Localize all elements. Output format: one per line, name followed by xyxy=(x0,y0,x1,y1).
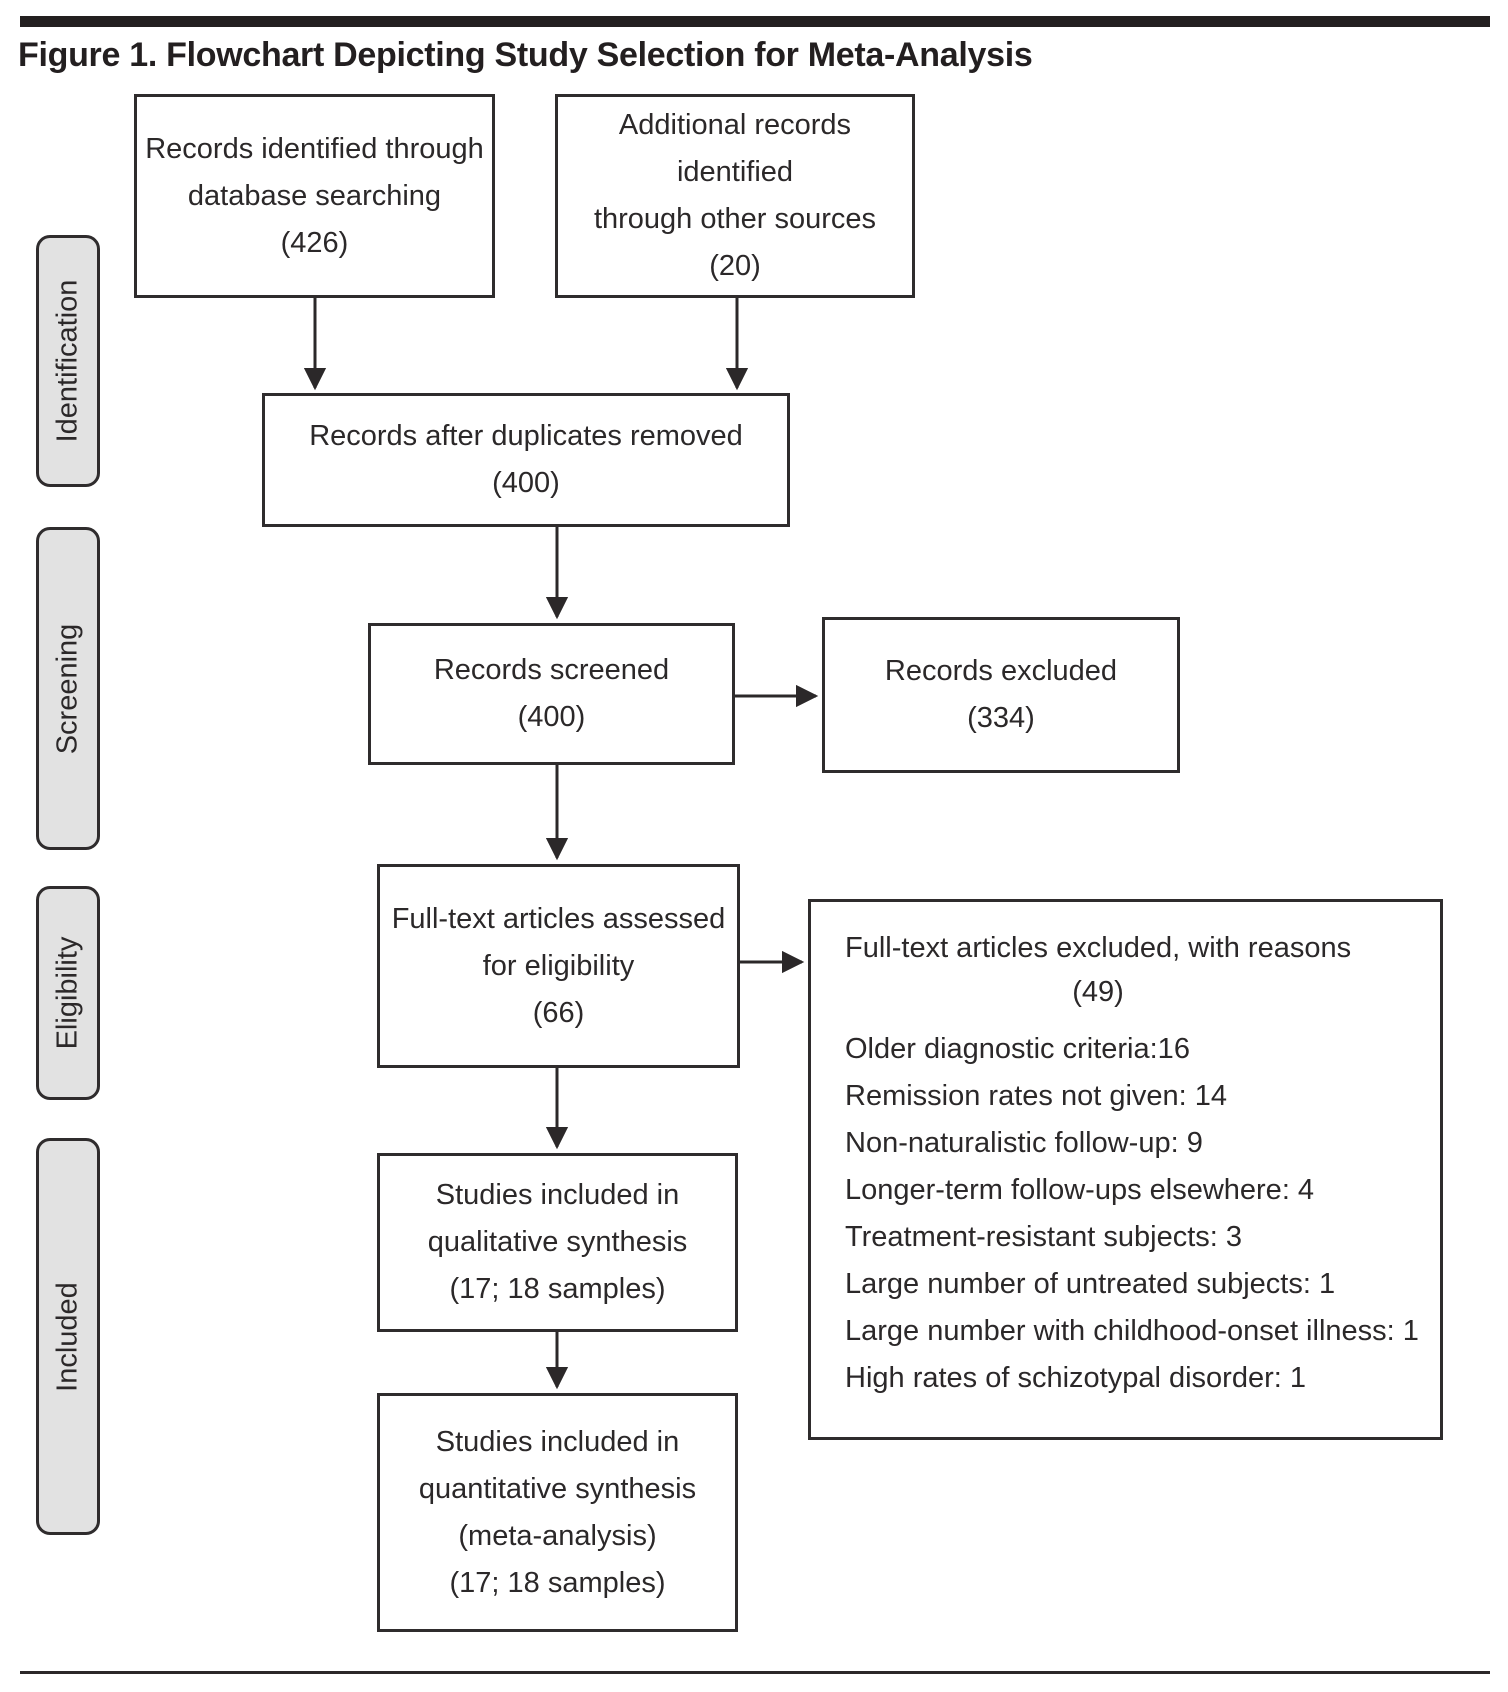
exclusion-reason: Treatment-resistant subjects: 3 xyxy=(845,1221,1243,1253)
box-line: Records after duplicates removed xyxy=(309,420,743,452)
box-count: (17; 18 samples) xyxy=(449,1566,666,1599)
stage-label-identification-text: Identification xyxy=(51,279,84,443)
box-line: quantitative synthesis xyxy=(418,1472,697,1505)
box-fulltext-assessed: Full-text articles assessed for eligibil… xyxy=(377,864,740,1068)
box-fulltext-excluded-reasons: Full-text articles excluded, with reason… xyxy=(808,899,1443,1440)
stage-label-screening-text: Screening xyxy=(51,623,84,754)
box-count: (400) xyxy=(517,701,586,733)
fulltext-excluded-header: Full-text articles excluded, with reason… xyxy=(845,926,1351,1014)
exclusion-reason: Non-naturalistic follow-up: 9 xyxy=(845,1127,1203,1159)
box-line: Studies included in xyxy=(435,1179,680,1211)
box-line: (meta-analysis) xyxy=(458,1519,657,1552)
box-records-identified: Records identified through database sear… xyxy=(134,94,495,298)
box-count: (66) xyxy=(532,996,585,1029)
box-line: database searching xyxy=(187,179,442,212)
stage-label-eligibility: Eligibility xyxy=(36,886,100,1100)
stage-label-eligibility-text: Eligibility xyxy=(51,936,84,1050)
fulltext-excluded-count: (49) xyxy=(1072,976,1124,1008)
stage-label-included: Included xyxy=(36,1138,100,1535)
box-count: (17; 18 samples) xyxy=(449,1273,666,1305)
box-qualitative-synthesis: Studies included in qualitative synthesi… xyxy=(377,1153,738,1332)
box-line: Records identified through xyxy=(145,132,484,165)
box-quantitative-synthesis: Studies included in quantitative synthes… xyxy=(377,1393,738,1632)
box-line: Records screened xyxy=(433,654,670,686)
box-count: (426) xyxy=(280,226,349,259)
box-count: (334) xyxy=(967,702,1035,734)
top-divider-bar xyxy=(20,16,1490,27)
box-line: Records excluded xyxy=(884,655,1118,687)
exclusion-reason: Large number with childhood-onset illnes… xyxy=(845,1315,1419,1347)
box-count: (400) xyxy=(492,467,560,499)
stage-label-screening: Screening xyxy=(36,527,100,850)
exclusion-reason: Large number of untreated subjects: 1 xyxy=(845,1268,1336,1300)
box-line: qualitative synthesis xyxy=(427,1226,688,1258)
box-records-screened: Records screened (400) xyxy=(368,623,735,765)
box-line: Studies included in xyxy=(435,1425,680,1458)
exclusion-reason: High rates of schizotypal disorder: 1 xyxy=(845,1362,1306,1394)
exclusion-reason: Longer-term follow-ups elsewhere: 4 xyxy=(845,1174,1315,1206)
fulltext-excluded-reason-list: Older diagnostic criteria:16 Remission r… xyxy=(845,1026,1420,1402)
box-line: Additional records identified xyxy=(618,109,852,188)
exclusion-reason: Older diagnostic criteria:16 xyxy=(845,1033,1190,1065)
box-records-excluded: Records excluded (334) xyxy=(822,617,1180,773)
fulltext-excluded-header-line: Full-text articles excluded, with reason… xyxy=(845,932,1352,964)
box-additional-records: Additional records identified through ot… xyxy=(555,94,915,298)
stage-label-identification: Identification xyxy=(36,235,100,487)
exclusion-reason: Remission rates not given: 14 xyxy=(845,1080,1228,1112)
figure-title: Figure 1. Flowchart Depicting Study Sele… xyxy=(18,36,1033,74)
box-line: Full-text articles assessed xyxy=(391,902,726,935)
bottom-divider-rule xyxy=(20,1671,1490,1674)
box-count: (20) xyxy=(709,250,761,282)
box-line: through other sources xyxy=(593,203,877,235)
box-line: for eligibility xyxy=(482,949,635,982)
stage-label-included-text: Included xyxy=(51,1281,84,1392)
box-after-duplicates: Records after duplicates removed (400) xyxy=(262,393,790,527)
